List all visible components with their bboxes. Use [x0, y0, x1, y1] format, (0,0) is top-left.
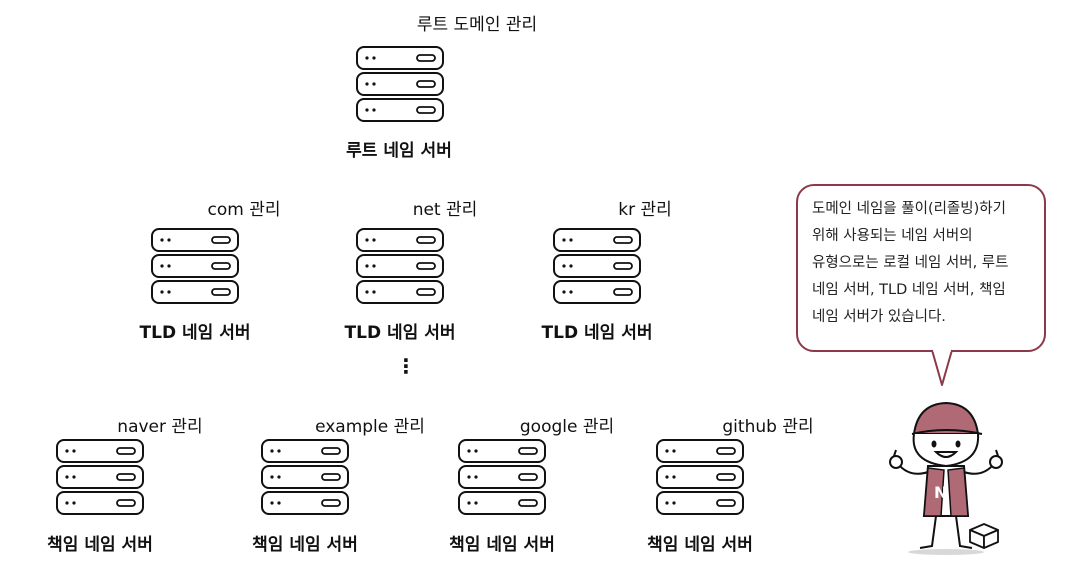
box-icon: [969, 523, 999, 549]
server-rack-icon: [354, 44, 446, 126]
authoritative-name-server-label: 책임 네임 서버: [647, 535, 753, 555]
com-management-label: com 관리: [207, 200, 281, 220]
tld-name-server-label: TLD 네임 서버: [344, 323, 456, 343]
example-management-label: example 관리: [315, 417, 425, 437]
speech-bubble-text: 도메인 네임을 풀이(리졸빙)하기 위해 사용되는 네임 서버의 유형으로는 로…: [812, 201, 1009, 325]
speech-bubble: 도메인 네임을 풀이(리졸빙)하기 위해 사용되는 네임 서버의 유형으로는 로…: [796, 184, 1046, 352]
server-rack-icon: [654, 437, 746, 519]
google-management-label: google 관리: [519, 417, 615, 437]
tld-name-server-label: TLD 네임 서버: [541, 323, 653, 343]
ellipsis: ⋮: [396, 354, 416, 378]
speech-bubble-tail: [931, 349, 953, 386]
root-name-server-label: 루트 네임 서버: [346, 141, 452, 161]
authoritative-name-server-label: 책임 네임 서버: [449, 535, 555, 555]
authoritative-name-server-label: 책임 네임 서버: [47, 535, 153, 555]
github-management-label: github 관리: [722, 417, 814, 437]
tld-name-server-label: TLD 네임 서버: [139, 323, 251, 343]
server-rack-icon: [456, 437, 548, 519]
server-rack-icon: [259, 437, 351, 519]
kr-management-label: kr 관리: [618, 200, 672, 220]
root-domain-management-label: 루트 도메인 관리: [416, 15, 538, 35]
server-rack-icon: [551, 226, 643, 308]
naver-management-label: naver 관리: [117, 417, 203, 437]
server-rack-icon: [354, 226, 446, 308]
server-rack-icon: [149, 226, 241, 308]
authoritative-name-server-label: 책임 네임 서버: [252, 535, 358, 555]
server-rack-icon: [54, 437, 146, 519]
shirt-letter: N: [934, 483, 947, 502]
net-management-label: net 관리: [412, 200, 478, 220]
mascot-character: N: [889, 401, 1003, 555]
